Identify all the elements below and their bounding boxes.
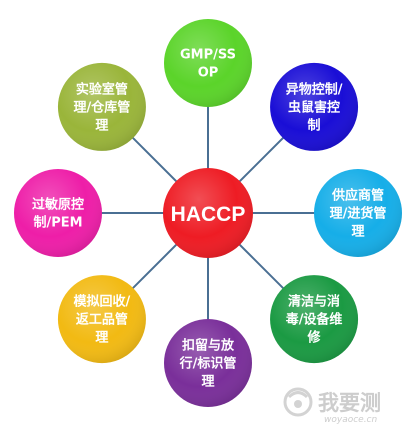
topic-node-label: 理/进货管: [330, 206, 387, 222]
topic-node-label: OP: [198, 66, 219, 81]
topic-node-label: GMP/SS: [180, 48, 236, 63]
watermark-logo-icon: [283, 387, 313, 417]
topic-node-label: 修: [307, 330, 322, 346]
topic-node-label: 实验室管: [76, 82, 128, 98]
watermark: 我要测 woyaoce.cn: [283, 387, 381, 425]
topic-node-shine: [164, 19, 252, 107]
topic-node-label: 行/标识管: [179, 356, 237, 372]
topic-node-shine: [57, 275, 146, 364]
center-label: HACCP: [171, 203, 246, 226]
topic-node-label: 理: [95, 119, 108, 134]
topic-node-label: 理: [201, 375, 214, 390]
topic-node-label: 理/仓库管: [74, 100, 131, 116]
topic-node-label: 返工品管: [76, 312, 128, 328]
topic-node-label: 毒/设备维: [286, 312, 343, 328]
topic-node-label: 制: [308, 118, 321, 134]
topic-node-shine: [164, 319, 252, 407]
topic-node-shine: [57, 62, 146, 151]
center-shine: [163, 168, 253, 258]
watermark-url: woyaoce.cn: [324, 415, 378, 425]
topic-node-label: 制/PEM: [33, 215, 82, 231]
topic-node-label: 供应商管: [331, 188, 384, 204]
watermark-text: 我要测: [318, 391, 381, 415]
topic-node-label: 虫鼠害控: [288, 100, 340, 116]
topic-node-shine: [270, 275, 359, 364]
topic-node-shine: [14, 169, 102, 257]
topic-node-label: 理: [351, 225, 364, 240]
topic-node-label: 扣留与放: [182, 338, 235, 354]
topic-node-label: 理: [95, 331, 108, 346]
topic-node-shine: [270, 62, 359, 151]
topic-node-label: 过敏原控: [32, 197, 84, 213]
topic-node: GMP/SS OP: [164, 19, 252, 107]
topic-node-label: 模拟回收/: [74, 294, 131, 310]
topic-node-shine: [314, 169, 402, 257]
topic-nodes: GMP/SSOP异物控制/虫鼠害控制供应商管理/进货管理清洁与消毒/设备维修扣留…: [14, 19, 402, 407]
center-node: HACCP: [163, 168, 253, 258]
topic-node-label: 异物控制/: [286, 82, 343, 98]
topic-node-label: 清洁与消: [288, 294, 340, 310]
